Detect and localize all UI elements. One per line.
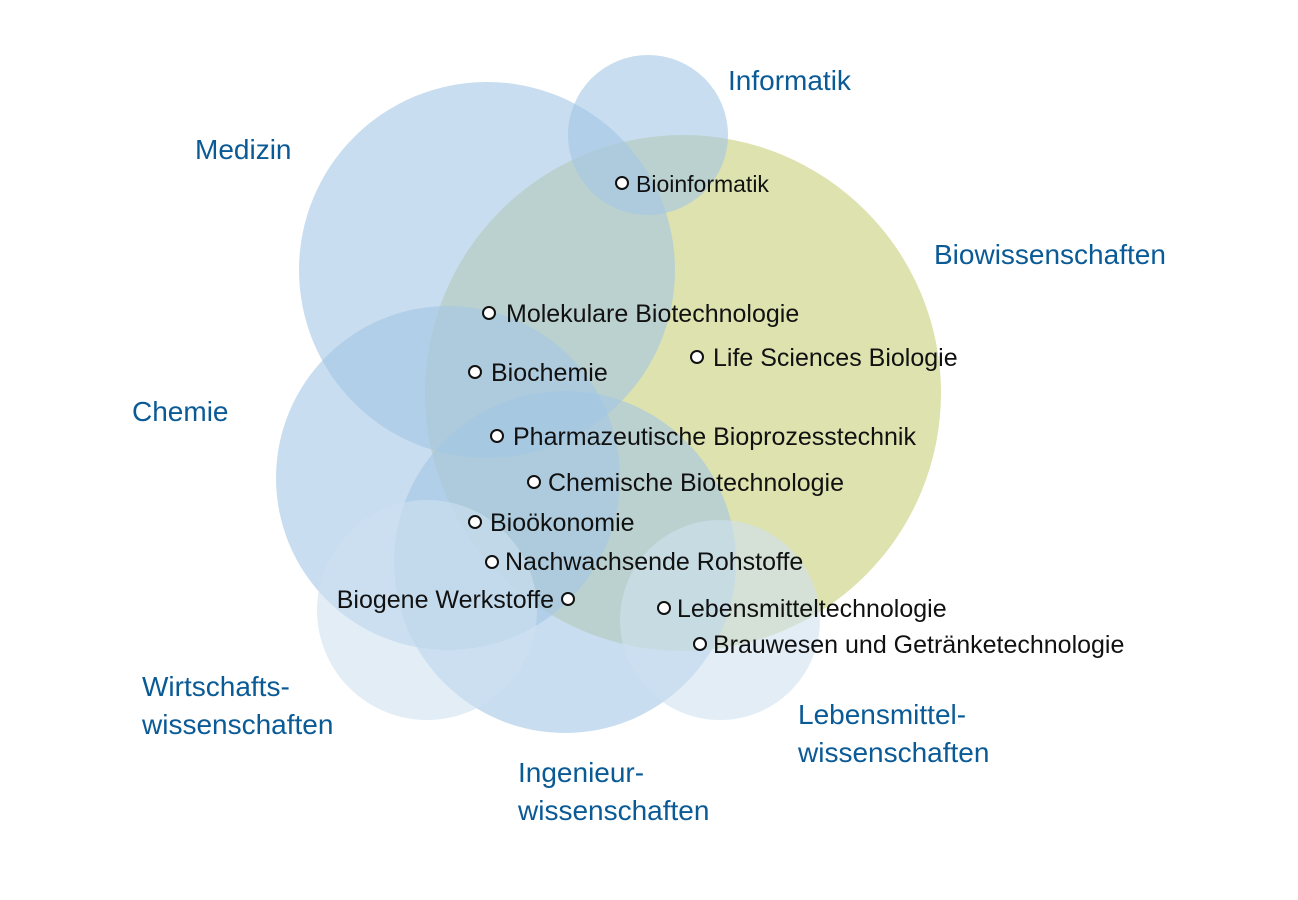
- program-dot: [693, 637, 707, 651]
- program-biochemie: Biochemie: [468, 359, 608, 387]
- program-biogene-werkstoffe: Biogene Werkstoffe: [337, 586, 575, 614]
- program-dot: [657, 601, 671, 615]
- program-label: Life Sciences Biologie: [713, 344, 958, 372]
- wirtschaftswissenschaften-circle: [317, 500, 537, 720]
- program-dot: [485, 555, 499, 569]
- program-label: Pharmazeutische Bioprozesstechnik: [513, 423, 916, 451]
- program-lebensmitteltechnologie: Lebensmitteltechnologie: [657, 595, 947, 623]
- program-nachwachsende-rohstoffe: Nachwachsende Rohstoffe: [485, 548, 803, 576]
- field-label-biowissenschaften: Biowissenschaften: [934, 239, 1166, 270]
- program-label: Lebensmitteltechnologie: [677, 595, 947, 623]
- program-biooekonomie: Bioökonomie: [468, 509, 635, 537]
- program-brauwesen-und-getraenketechnologie: Brauwesen und Getränketechnologie: [693, 631, 1124, 659]
- program-dot: [615, 176, 629, 190]
- program-dot: [690, 350, 704, 364]
- program-label: Chemische Biotechnologie: [548, 469, 844, 497]
- program-dot: [468, 515, 482, 529]
- program-dot: [468, 365, 482, 379]
- program-bioinformatik: Bioinformatik: [615, 171, 769, 197]
- program-life-sciences-biologie: Life Sciences Biologie: [690, 344, 958, 372]
- program-label: Molekulare Biotechnologie: [506, 300, 799, 328]
- field-label-lebensmittel-line1: Lebensmittel-: [798, 699, 966, 730]
- informatik-circle: [568, 55, 728, 215]
- program-dot: [527, 475, 541, 489]
- field-label-ingenieur-line1: Ingenieur-: [518, 757, 644, 788]
- field-label-wirtschaft-line2: wissenschaften: [141, 709, 333, 740]
- program-dot: [482, 306, 496, 320]
- program-dot: [561, 592, 575, 606]
- program-dot: [490, 429, 504, 443]
- field-label-informatik: Informatik: [728, 65, 852, 96]
- program-label: Brauwesen und Getränketechnologie: [713, 631, 1124, 659]
- field-label-lebensmittel-line2: wissenschaften: [797, 737, 989, 768]
- program-label: Nachwachsende Rohstoffe: [505, 548, 803, 576]
- field-label-chemie: Chemie: [132, 396, 228, 427]
- field-label-medizin: Medizin: [195, 134, 291, 165]
- program-label: Biogene Werkstoffe: [337, 586, 554, 614]
- program-label: Bioinformatik: [636, 171, 769, 197]
- field-label-ingenieur-line2: wissenschaften: [517, 795, 709, 826]
- lebensmittelwissenschaften-circle: [620, 520, 820, 720]
- program-pharmazeutische-bioprozesstechnik: Pharmazeutische Bioprozesstechnik: [490, 423, 916, 451]
- program-chemische-biotechnologie: Chemische Biotechnologie: [527, 469, 844, 497]
- program-label: Biochemie: [491, 359, 608, 387]
- program-molekulare-biotechnologie: Molekulare Biotechnologie: [482, 300, 799, 328]
- field-label-wirtschaft-line1: Wirtschafts-: [142, 671, 290, 702]
- program-label: Bioökonomie: [490, 509, 635, 537]
